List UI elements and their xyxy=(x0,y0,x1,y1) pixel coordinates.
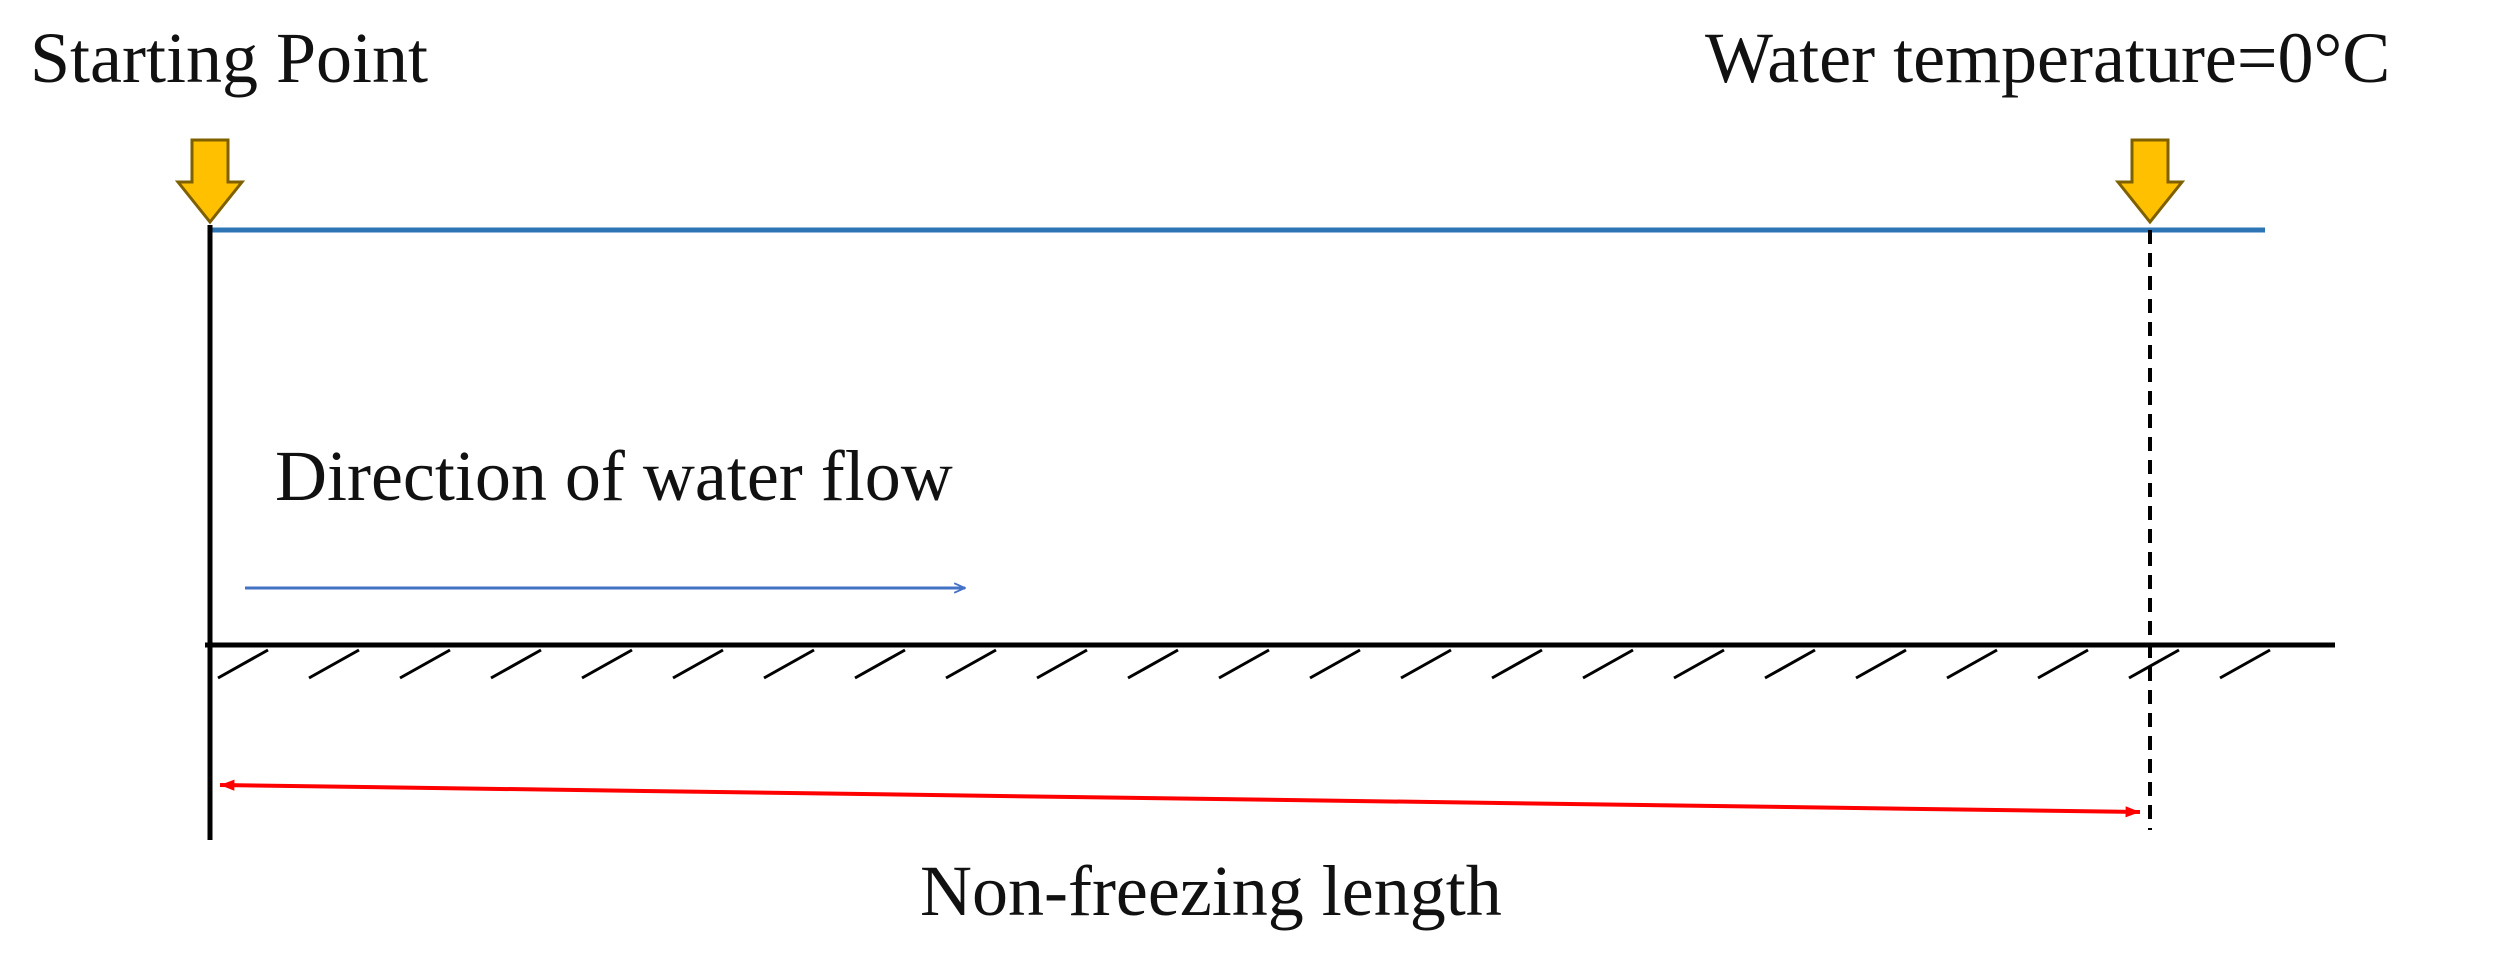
non-freezing-length-arrow xyxy=(219,779,2141,818)
down-arrow-icon xyxy=(2114,138,2186,225)
water-temperature-label: Water temperature=0°C xyxy=(1705,18,2391,98)
hatch-mark xyxy=(2219,648,2271,680)
hatch-mark xyxy=(217,648,269,680)
hatch-mark xyxy=(1127,648,1179,680)
hatch-mark xyxy=(490,648,542,680)
down-arrow-icon xyxy=(174,138,246,225)
hatch-mark xyxy=(1036,648,1088,680)
hatch-mark xyxy=(399,648,451,680)
hatch-mark xyxy=(854,648,906,680)
hatch-mark xyxy=(581,648,633,680)
flow-direction-label: Direction of water flow xyxy=(275,436,953,516)
hatch-mark xyxy=(1582,648,1634,680)
hatch-mark xyxy=(1855,648,1907,680)
hatch-mark xyxy=(1673,648,1725,680)
hatch-mark xyxy=(1218,648,1270,680)
hatch-mark xyxy=(308,648,360,680)
hatch-mark xyxy=(1400,648,1452,680)
hatch-mark xyxy=(672,648,724,680)
hatch-mark xyxy=(2128,648,2180,680)
hatch-mark xyxy=(763,648,815,680)
non-freezing-length-label: Non-freezing length xyxy=(920,851,1502,931)
starting-point-label: Starting Point xyxy=(30,18,429,98)
hatch-mark xyxy=(2037,648,2089,680)
hatch-mark xyxy=(1491,648,1543,680)
hatch-mark xyxy=(1764,648,1816,680)
hatch-mark xyxy=(945,648,997,680)
river-bed-hatching xyxy=(217,648,2271,680)
hatch-mark xyxy=(1946,648,1998,680)
hatch-mark xyxy=(1309,648,1361,680)
